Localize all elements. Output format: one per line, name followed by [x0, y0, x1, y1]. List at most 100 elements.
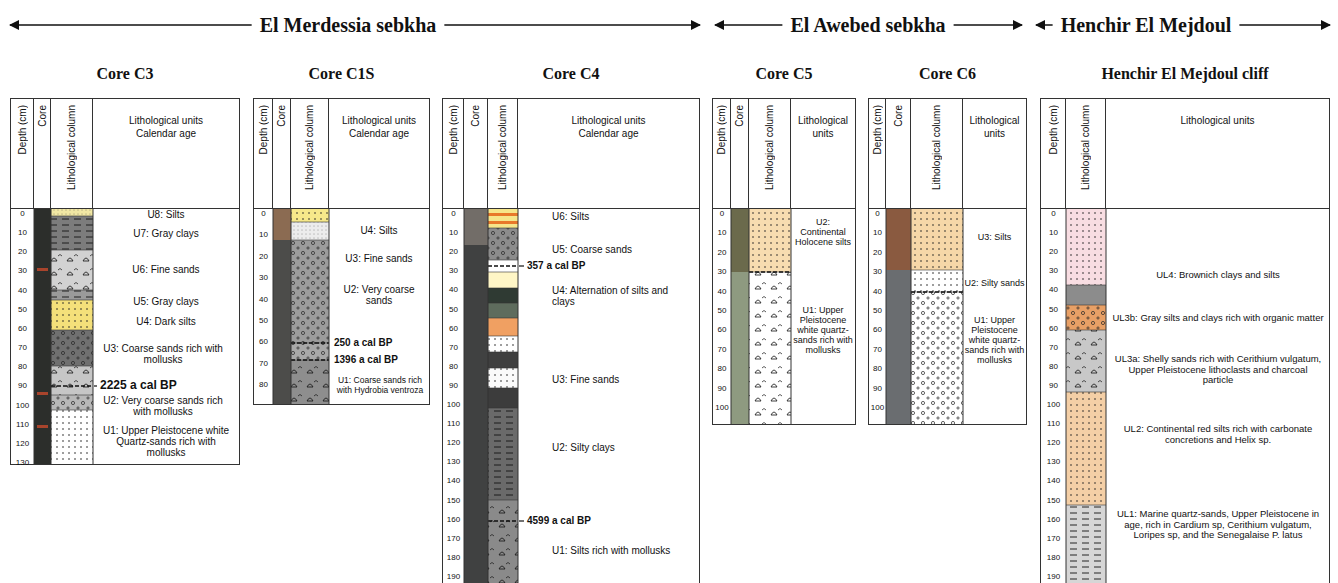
panel-title: Henchir El Mejdoul cliff — [1001, 65, 1338, 83]
extent-arrow — [1239, 24, 1330, 26]
depth-tick-label: 60 — [713, 326, 731, 335]
column-divider — [963, 209, 964, 424]
region-title: El Merdessia sebkha — [260, 14, 437, 36]
litho-layer — [488, 228, 518, 260]
depth-tick-label: 40 — [254, 295, 273, 304]
layer-boundary — [51, 290, 93, 291]
litho-layer — [1066, 330, 1106, 392]
header-cell: Lithological units — [791, 99, 855, 209]
unit-label: U1: Silts rich with mollusks — [552, 545, 692, 556]
litho-layer — [51, 250, 93, 290]
depth-tick-label: 40 — [713, 287, 731, 296]
litho-layer — [488, 368, 518, 388]
unit-label: U5: Gray clays — [96, 296, 236, 307]
litho-layer — [749, 209, 791, 272]
litho-pattern — [488, 368, 518, 388]
depth-tick-label: 60 — [1041, 324, 1066, 333]
rotated-heading: Core — [37, 105, 48, 127]
unit-label: U6: Fine sands — [96, 264, 236, 275]
layer-boundary — [488, 288, 518, 289]
layer-boundary — [488, 228, 518, 229]
depth-tick-label: 50 — [1041, 305, 1066, 314]
unit-label: U4: Alternation of silts and clays — [552, 285, 692, 307]
header-cell: Lithological column — [51, 99, 93, 209]
unit-label: U2: Silty clays — [552, 442, 692, 453]
depth-tick-label: 60 — [11, 324, 34, 333]
unit-label: U6: Silts — [552, 211, 692, 222]
extent-arrow — [444, 24, 700, 26]
depth-tick-label: 30 — [11, 267, 34, 276]
unit-label: U2: Very coarse sands — [336, 284, 422, 306]
depth-tick-label: 80 — [443, 362, 464, 371]
core-panel: Core C4Depth (cm)CoreLithological column… — [442, 98, 700, 583]
layer-boundary — [291, 240, 329, 241]
litho-pattern — [911, 209, 963, 270]
unit-label: UL1: Marine quartz-sands, Upper Pleistoc… — [1112, 509, 1324, 541]
depth-tick-label: 70 — [1041, 343, 1066, 352]
litho-layer — [1066, 209, 1106, 285]
depth-tick-label: 130 — [11, 458, 34, 467]
litho-pattern — [488, 228, 518, 260]
depth-tick-label: 0 — [869, 210, 886, 219]
litho-layer — [911, 209, 963, 270]
litho-pattern — [51, 216, 93, 250]
depth-tick-label: 50 — [713, 307, 731, 316]
litho-layer — [51, 290, 93, 300]
layer-boundary — [291, 343, 329, 344]
core-log — [464, 209, 518, 583]
header-cell: Core — [34, 99, 51, 209]
core-panel: Core C3Depth (cm)CoreLithological column… — [10, 98, 240, 465]
litho-layer — [1066, 392, 1106, 505]
extent-arrow — [715, 24, 782, 26]
dated-horizon — [291, 359, 329, 361]
depth-tick-label: 100 — [443, 401, 464, 410]
layer-boundary — [51, 216, 93, 217]
litho-band — [488, 213, 518, 216]
litho-layer — [488, 352, 518, 368]
unit-label: U4: Dark silts — [96, 316, 236, 327]
rotated-heading: Lithological column — [931, 105, 942, 190]
litho-layer — [51, 300, 93, 330]
rotated-heading: Lithological column — [1080, 105, 1091, 190]
column-divider — [273, 209, 274, 404]
depth-tick-label: 70 — [443, 343, 464, 352]
litho-pattern — [291, 222, 329, 240]
header-cell: Lithological units Calendar age — [518, 99, 699, 209]
core-photo — [886, 209, 911, 270]
depth-tick-label: 190 — [443, 572, 464, 581]
rotated-heading: Depth (cm) — [17, 105, 28, 154]
unit-label: U4: Silts — [331, 225, 427, 236]
column-divider — [518, 209, 519, 583]
header-cell: Core — [273, 99, 291, 209]
layer-boundary — [488, 388, 518, 389]
litho-pattern — [51, 330, 93, 366]
header-cell: Lithological column — [911, 99, 963, 209]
depth-tick-label: 30 — [443, 267, 464, 276]
header-cell: Lithological column — [749, 99, 791, 209]
depth-tick-label: 10 — [869, 229, 886, 238]
radiocarbon-date: 2225 a cal BP — [100, 379, 177, 392]
core-photo — [886, 270, 911, 424]
column-divider — [34, 209, 35, 464]
rotated-heading: Lithological column — [497, 105, 508, 190]
date-leader — [94, 385, 97, 386]
depth-tick-label: 30 — [1041, 267, 1066, 276]
unit-label: UL4: Brownich clays and silts — [1112, 270, 1324, 281]
depth-tick-label: 90 — [869, 384, 886, 393]
column-divider — [749, 209, 750, 424]
depth-tick-label: 70 — [254, 359, 273, 368]
litho-layer — [51, 330, 93, 366]
radiocarbon-date: 1396 a cal BP — [334, 354, 398, 365]
date-leader — [519, 520, 524, 521]
header-cell: Core — [464, 99, 488, 209]
litho-layer — [51, 209, 93, 216]
dated-horizon — [291, 342, 329, 344]
depth-tick-label: 100 — [869, 404, 886, 413]
header-cell: Depth (cm) — [443, 99, 464, 209]
layer-boundary — [51, 410, 93, 411]
core-mark — [37, 392, 48, 395]
layer-boundary — [488, 303, 518, 304]
unit-label: U2: Continental Holocene silts — [792, 217, 854, 247]
layer-boundary — [911, 270, 963, 271]
